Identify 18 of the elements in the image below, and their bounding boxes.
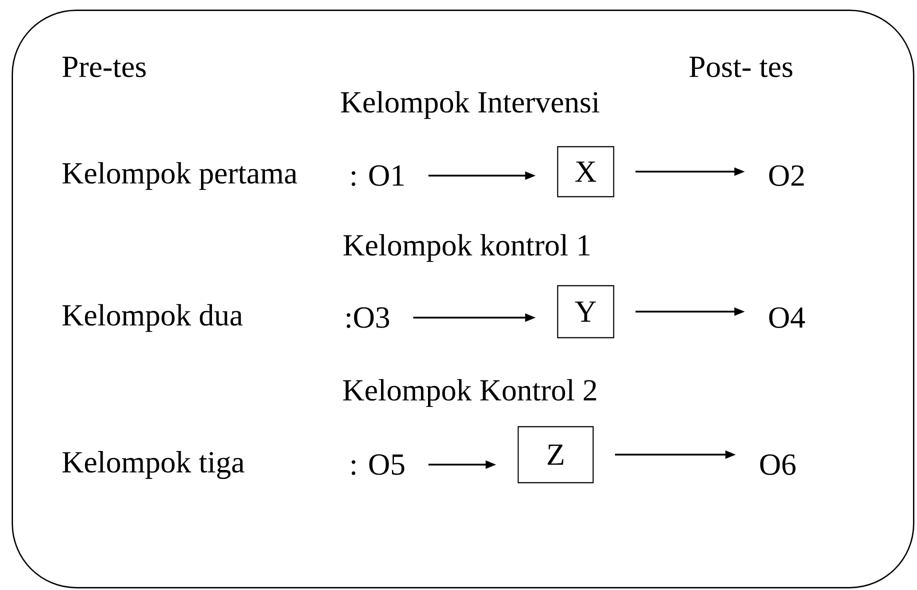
group-label: Pre-tes: [62, 56, 146, 78]
frame-box: [12, 10, 914, 588]
group-label: Post- tes: [689, 56, 792, 78]
group-label: Kelompok Kontrol 2: [343, 379, 596, 407]
group-label: Kelompok kontrol 1: [344, 234, 590, 262]
group-label: Kelompok pertama: [62, 162, 298, 190]
group-label: Kelompok Intervensi: [341, 91, 600, 119]
treatment-box: Y: [557, 285, 614, 338]
group-label: Kelompok dua: [62, 304, 243, 332]
observation-label: : O1: [352, 165, 404, 186]
treatment-box: X: [557, 146, 614, 198]
observation-label: : O5: [352, 454, 404, 476]
group-label: Kelompok tiga: [62, 451, 244, 479]
observation-label: :O3: [346, 307, 390, 328]
observation-label: O2: [769, 165, 804, 186]
observation-label: O6: [760, 454, 796, 475]
treatment-box: Z: [518, 426, 594, 484]
observation-label: O4: [769, 307, 805, 328]
